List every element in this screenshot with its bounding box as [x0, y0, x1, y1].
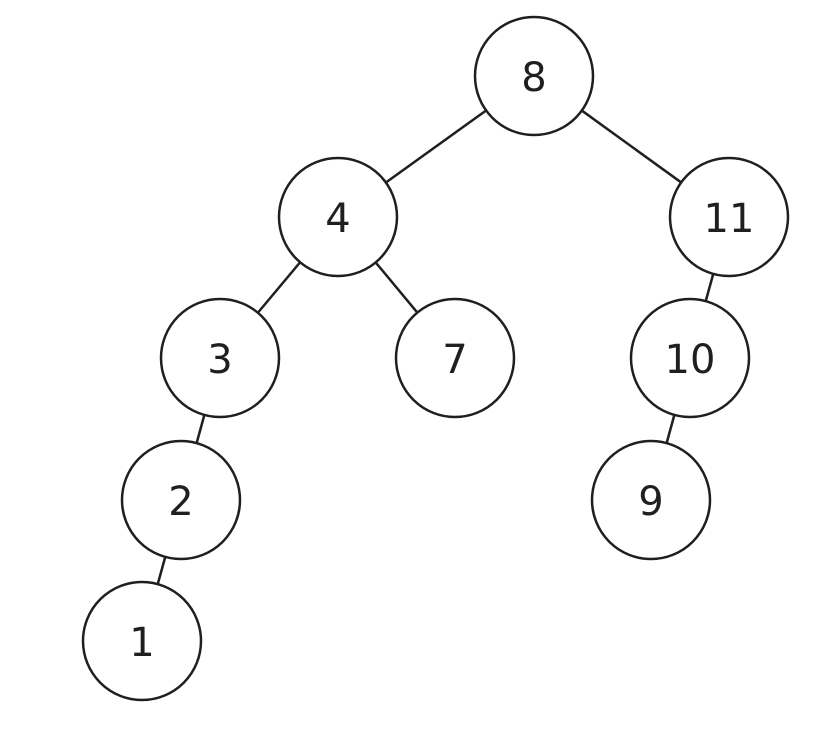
edges-layer — [156, 109, 715, 585]
node-circle — [590, 439, 712, 561]
edge-n4-n7 — [374, 261, 419, 314]
node-label: 11 — [704, 196, 755, 242]
node-label: 7 — [442, 337, 467, 383]
node-label: 3 — [207, 337, 232, 383]
tree-node-3: 3 — [159, 297, 281, 419]
node-label: 8 — [521, 55, 546, 101]
edge-n8-n4 — [385, 109, 487, 184]
node-label: 10 — [665, 337, 716, 383]
node-label: 4 — [325, 196, 350, 242]
nodes-layer: 8 4 11 3 7 10 2 9 1 — [81, 15, 790, 702]
edge-n2-n1 — [156, 556, 167, 585]
tree-node-8: 8 — [473, 15, 595, 137]
edge-n10-n9 — [665, 414, 676, 444]
node-label: 1 — [129, 620, 154, 666]
node-circle — [629, 297, 751, 419]
edge-n11-n10 — [704, 273, 715, 302]
node-label: 9 — [638, 479, 663, 525]
tree-node-7: 7 — [394, 297, 516, 419]
node-circle — [473, 15, 595, 137]
node-label: 2 — [168, 479, 193, 525]
node-circle — [394, 297, 516, 419]
tree-node-2: 2 — [120, 439, 242, 561]
node-circle — [159, 297, 281, 419]
edge-n3-n2 — [195, 414, 206, 444]
node-circle — [81, 580, 203, 702]
tree-node-1: 1 — [81, 580, 203, 702]
tree-node-9: 9 — [590, 439, 712, 561]
node-circle — [120, 439, 242, 561]
tree-node-4: 4 — [277, 156, 399, 278]
edge-n4-n3 — [256, 261, 302, 314]
node-circle — [277, 156, 399, 278]
node-circle — [668, 156, 790, 278]
tree-node-10: 10 — [629, 297, 751, 419]
tree-node-11: 11 — [668, 156, 790, 278]
edge-n8-n11 — [581, 109, 682, 184]
